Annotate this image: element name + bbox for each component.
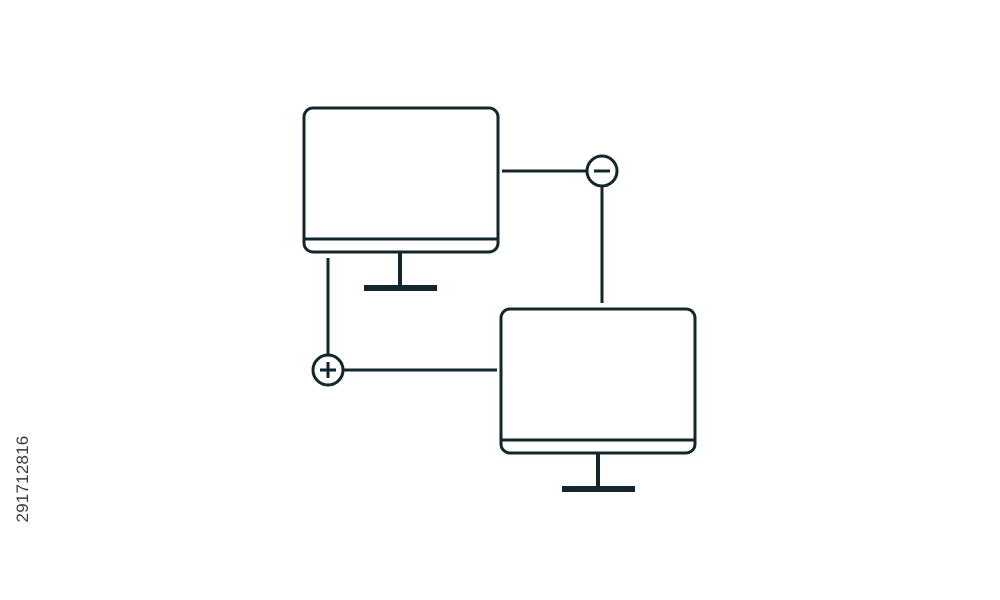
connector-minus-path (502, 169, 604, 303)
plus-circle-icon (311, 353, 345, 387)
monitor-top-left-screen (302, 106, 500, 254)
monitor-top-left-icon (302, 106, 500, 291)
minus-circle-icon (585, 154, 619, 188)
connector-plus-path (326, 258, 497, 372)
minus-node-ring (585, 154, 619, 188)
monitor-bottom-right-screen (499, 307, 697, 455)
plus-node-ring (311, 353, 345, 387)
monitor-bottom-right-icon (499, 307, 697, 492)
stock-image-id: 291712816 (13, 435, 32, 523)
